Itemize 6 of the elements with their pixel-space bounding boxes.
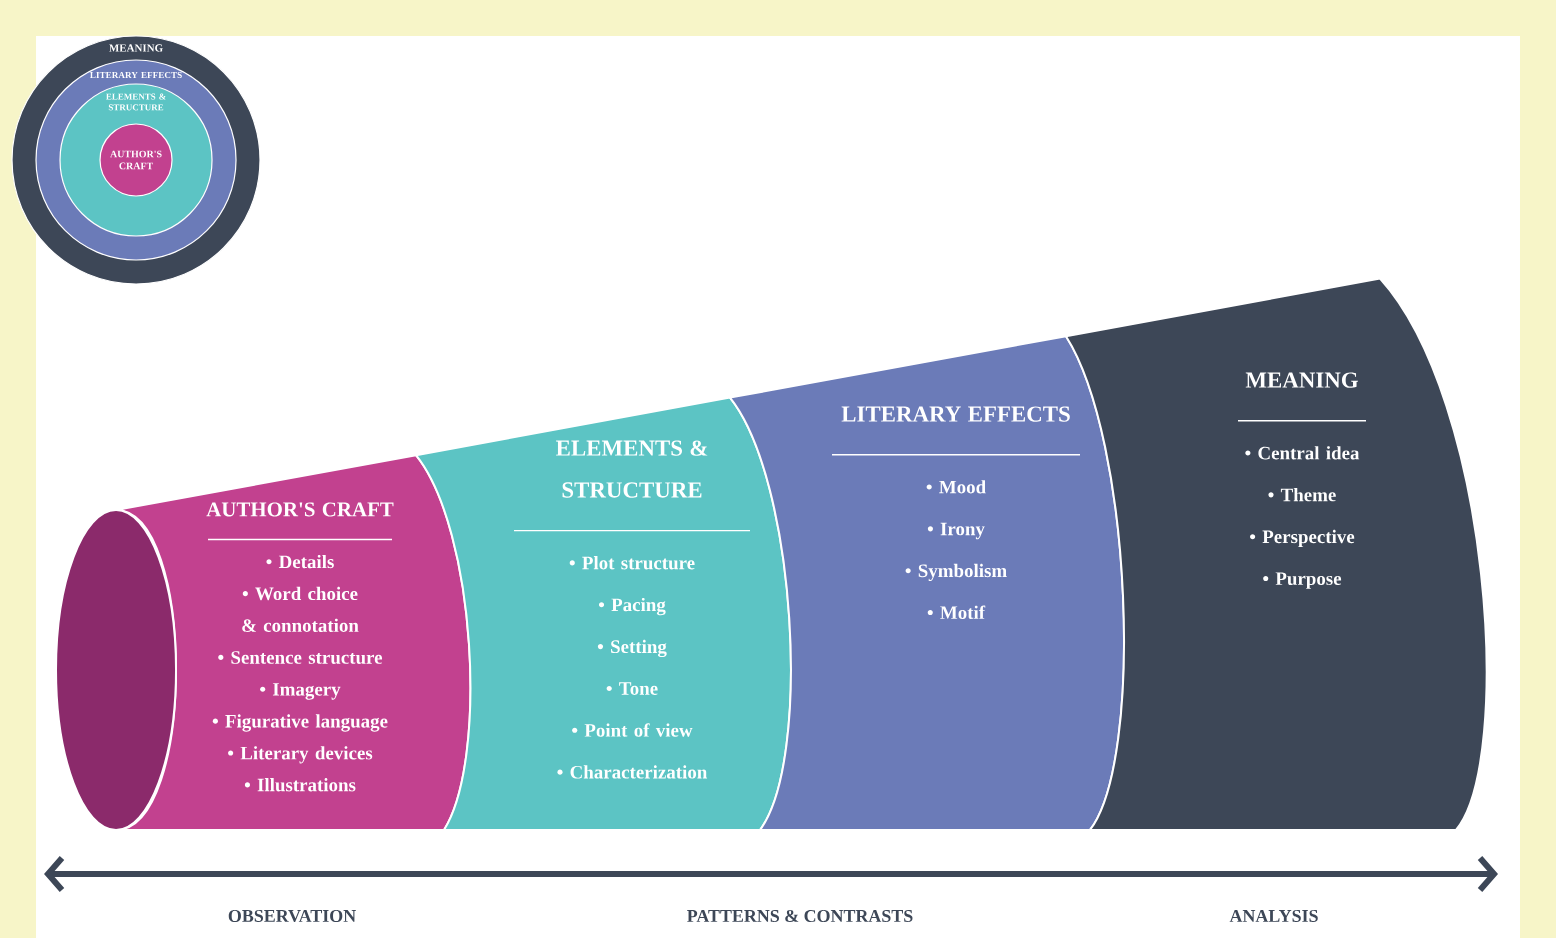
funnel-segment: ELEMENTS & STRUCTURE • Plot structure • Pacing • Setting • Tone • Point of view • Characterization xyxy=(415,396,792,831)
axis-label: OBSERVATION xyxy=(228,909,356,923)
funnel-segment: LITERARY EFFECTS • Mood • Irony • Symbolism • Motif xyxy=(729,335,1125,831)
funnel-segment: AUTHOR'S CRAFT • Details • Word choice & connotation • Sentence structure • Imagery • Figurative language • Literary devices • Illustrations xyxy=(55,454,472,831)
axis-label: ANALYSIS xyxy=(1229,909,1318,922)
axis-label: PATTERNS & CONTRASTS xyxy=(687,909,913,923)
